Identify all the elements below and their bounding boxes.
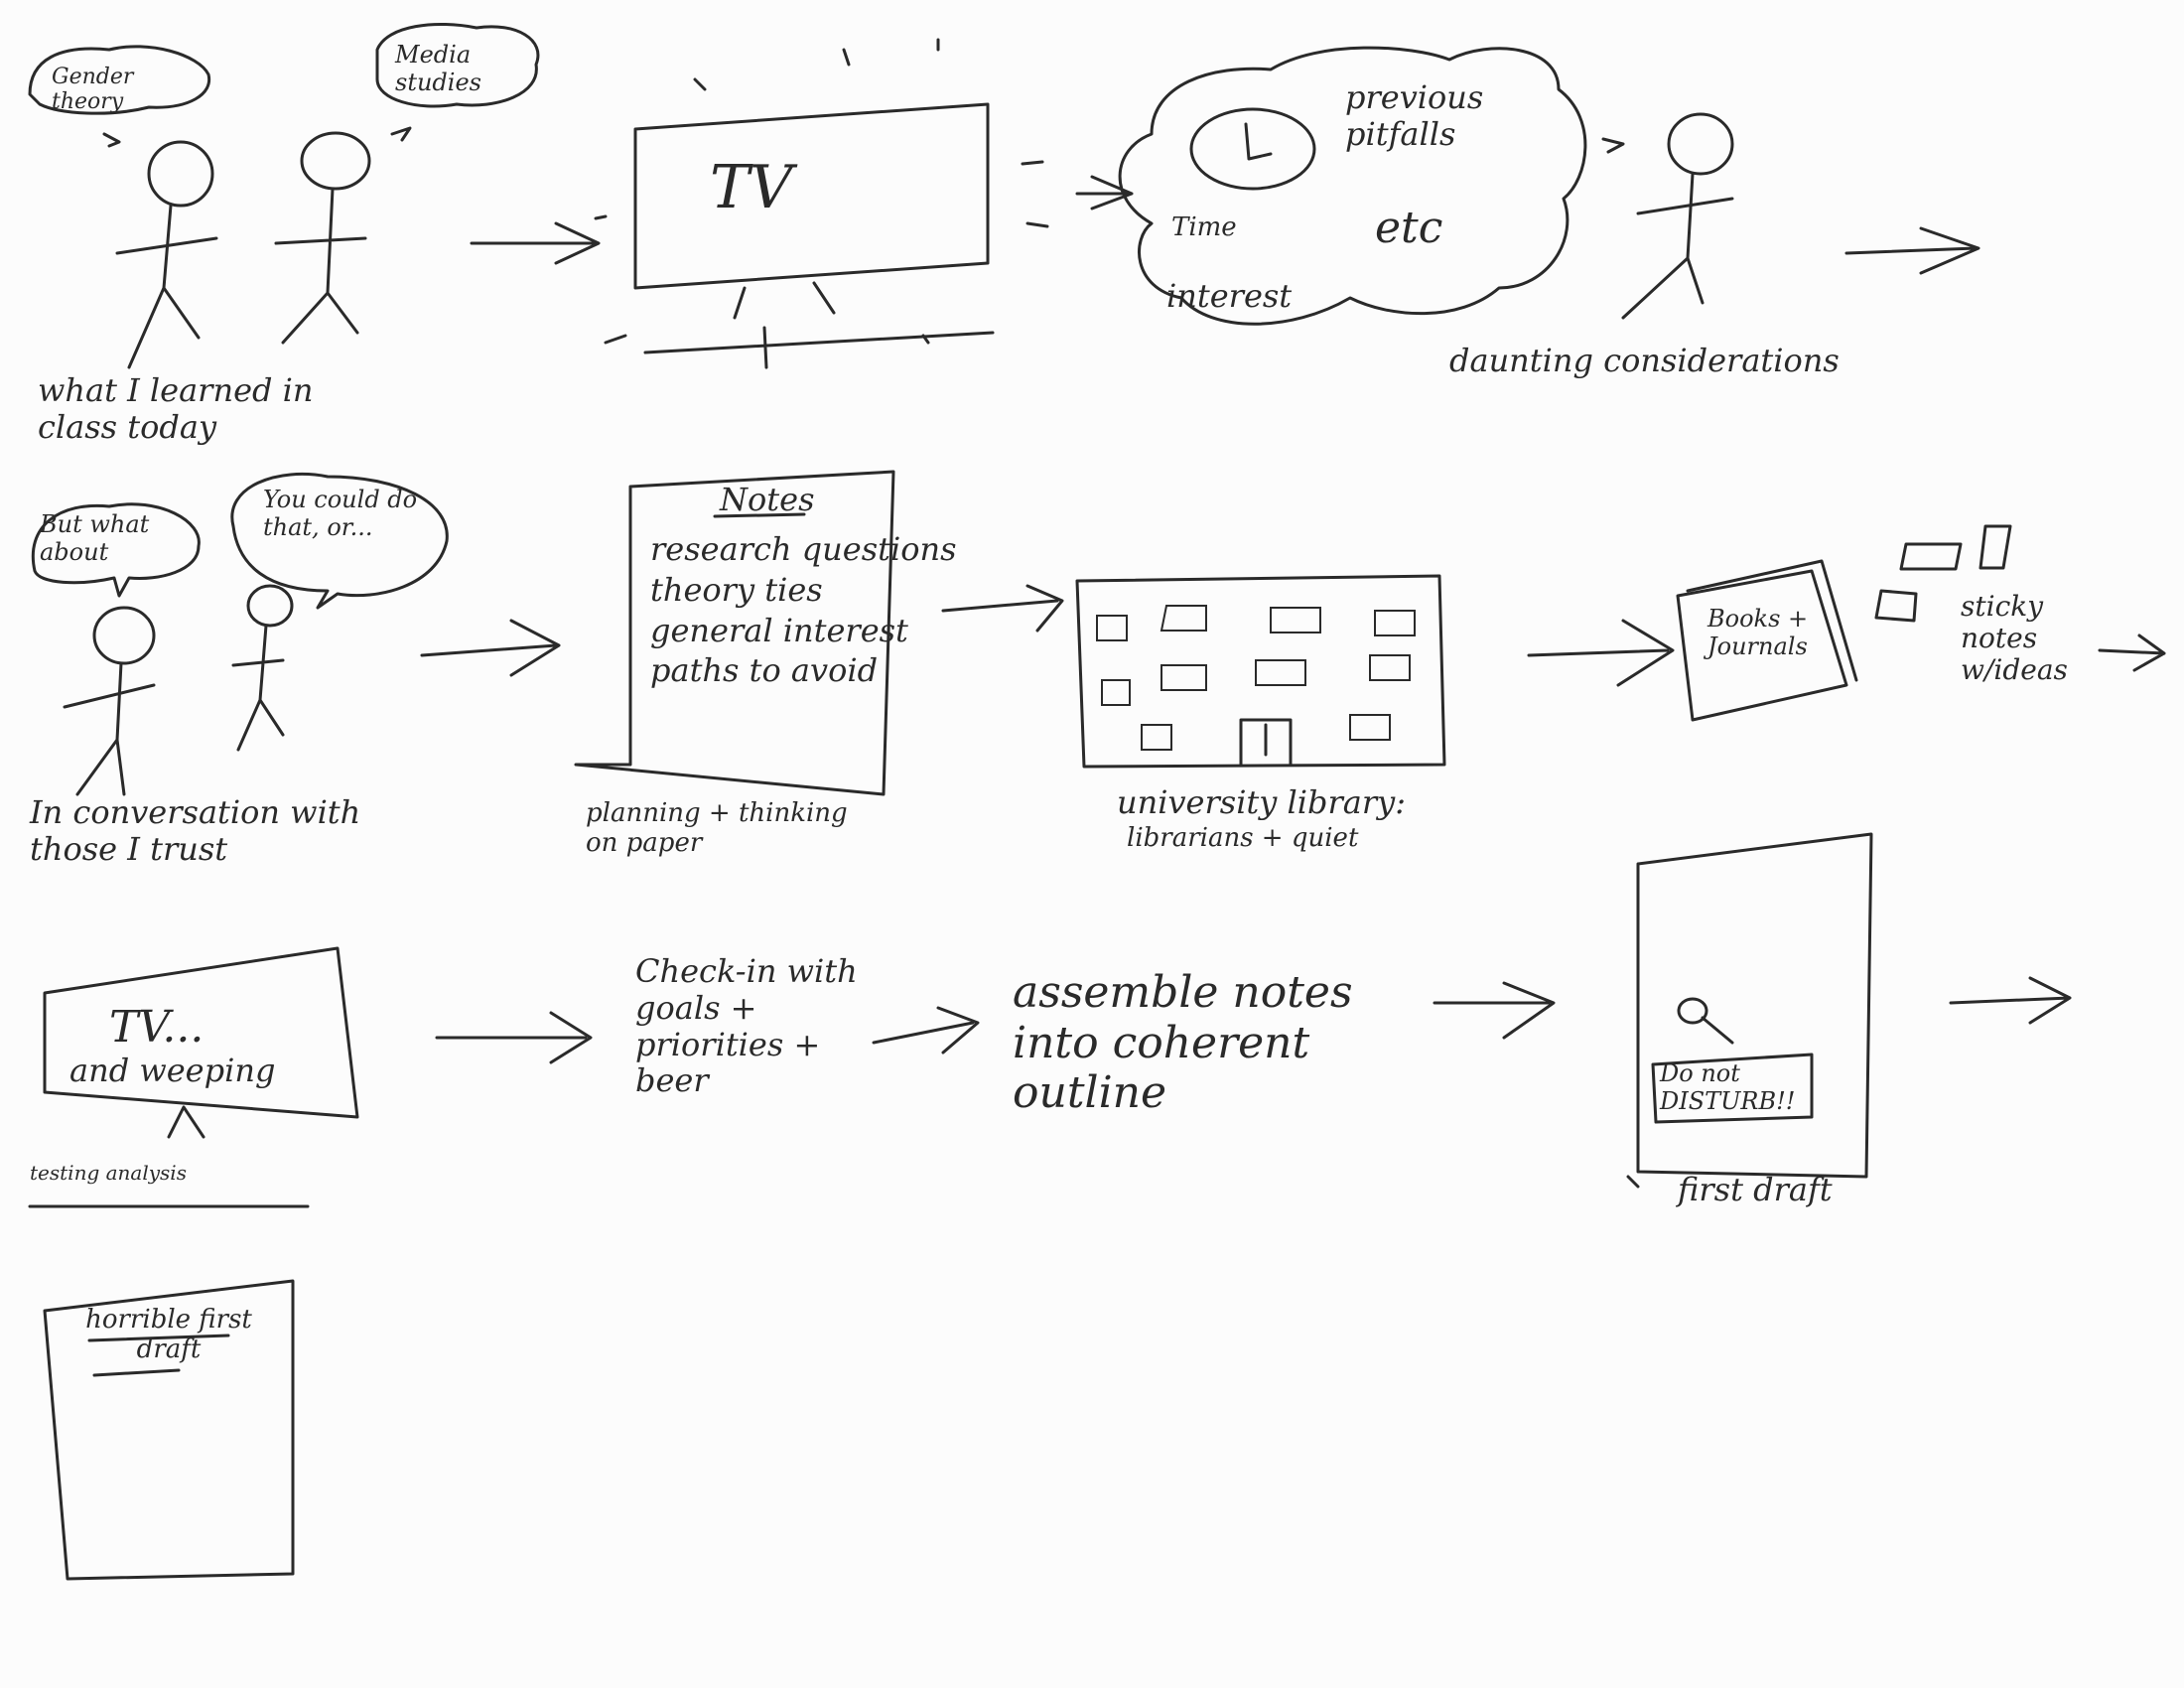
- books-label: Books + Journals: [1707, 605, 1809, 660]
- cloud-time: Time: [1171, 212, 1237, 242]
- tv-weeping-sub: and weeping: [69, 1052, 276, 1089]
- door: [1626, 832, 1873, 1189]
- arrow-3: [1844, 226, 1980, 275]
- sticky-notes-icon: [1874, 524, 2012, 623]
- cloud-etc: etc: [1375, 203, 1443, 253]
- horrible-first-draft-page: [43, 1279, 295, 1581]
- notes-item: research questions: [650, 530, 957, 568]
- arrow-9: [872, 1006, 980, 1055]
- library-sub: librarians + quiet: [1127, 823, 1359, 853]
- tv-label: TV: [710, 153, 793, 222]
- sticky-caption: sticky notes w/ideas: [1961, 590, 2068, 687]
- stick-figure-4: [63, 606, 156, 796]
- checkin-text: Check-in with goals + priorities + beer: [635, 952, 858, 1100]
- stick-figure-1: [115, 140, 218, 369]
- arrow-7: [2098, 633, 2166, 672]
- tv-weeping-caption: testing analysis: [30, 1161, 187, 1185]
- bubble-text-you-could: You could do that, or...: [263, 486, 418, 541]
- daunting-caption: daunting considerations: [1449, 342, 1840, 379]
- library-caption: university library:: [1117, 783, 1407, 821]
- arrow-1: [470, 221, 601, 265]
- clock-icon: [1189, 107, 1316, 191]
- arrow-5: [941, 584, 1064, 633]
- arrow-6: [1527, 619, 1675, 687]
- caption-conversation: In conversation with those I trust: [30, 793, 361, 868]
- horrible-draft-title: horrible first draft: [85, 1305, 252, 1364]
- caption-class-today: what I learned in class today: [38, 371, 314, 446]
- arrow-8: [435, 1011, 593, 1064]
- notes-item: theory ties: [650, 570, 823, 609]
- library-building: [1075, 574, 1446, 769]
- speech-bubble-left: [31, 502, 201, 598]
- books-journals-box: [1676, 559, 1858, 722]
- do-not-disturb-text: Do not DISTURB!!: [1660, 1059, 1796, 1115]
- arrow-4: [420, 619, 561, 677]
- assemble-text: assemble notes into coherent outline: [1013, 967, 1353, 1119]
- tv-weeping-label: TV...: [109, 1002, 205, 1053]
- arrow-11: [1949, 976, 2072, 1025]
- stick-figure-5: [231, 584, 294, 752]
- tv-screen: [594, 38, 1049, 369]
- do-not-disturb-sign: [1651, 1053, 1814, 1124]
- notes-title: Notes: [720, 481, 815, 518]
- notes-item: general interest: [650, 611, 908, 649]
- bubble-text-but-what: But what about: [40, 510, 150, 566]
- bubble-text-left: Gender theory: [52, 65, 134, 115]
- notes-list: research questions theory ties general i…: [650, 531, 957, 689]
- bubble-text-right: Media studies: [395, 41, 481, 96]
- thought-cloud: [1118, 46, 1587, 326]
- notes-item: paths to avoid: [650, 651, 879, 690]
- notes-caption: planning + thinking on paper: [586, 798, 848, 858]
- tv-weeping: [28, 946, 359, 1208]
- arrow-10: [1433, 981, 1556, 1040]
- cloud-interest: interest: [1166, 277, 1293, 315]
- stick-figure-3: [1601, 112, 1734, 320]
- cloud-previous-pitfalls: previous pitfalls: [1345, 78, 1484, 153]
- speech-bubble-right: [230, 472, 449, 610]
- stick-figure-2: [274, 131, 371, 345]
- thought-bubble-right: [375, 22, 540, 108]
- notes-page: [574, 470, 895, 796]
- thought-bubble-left: [28, 45, 211, 115]
- first-draft-caption: first draft: [1678, 1171, 1833, 1208]
